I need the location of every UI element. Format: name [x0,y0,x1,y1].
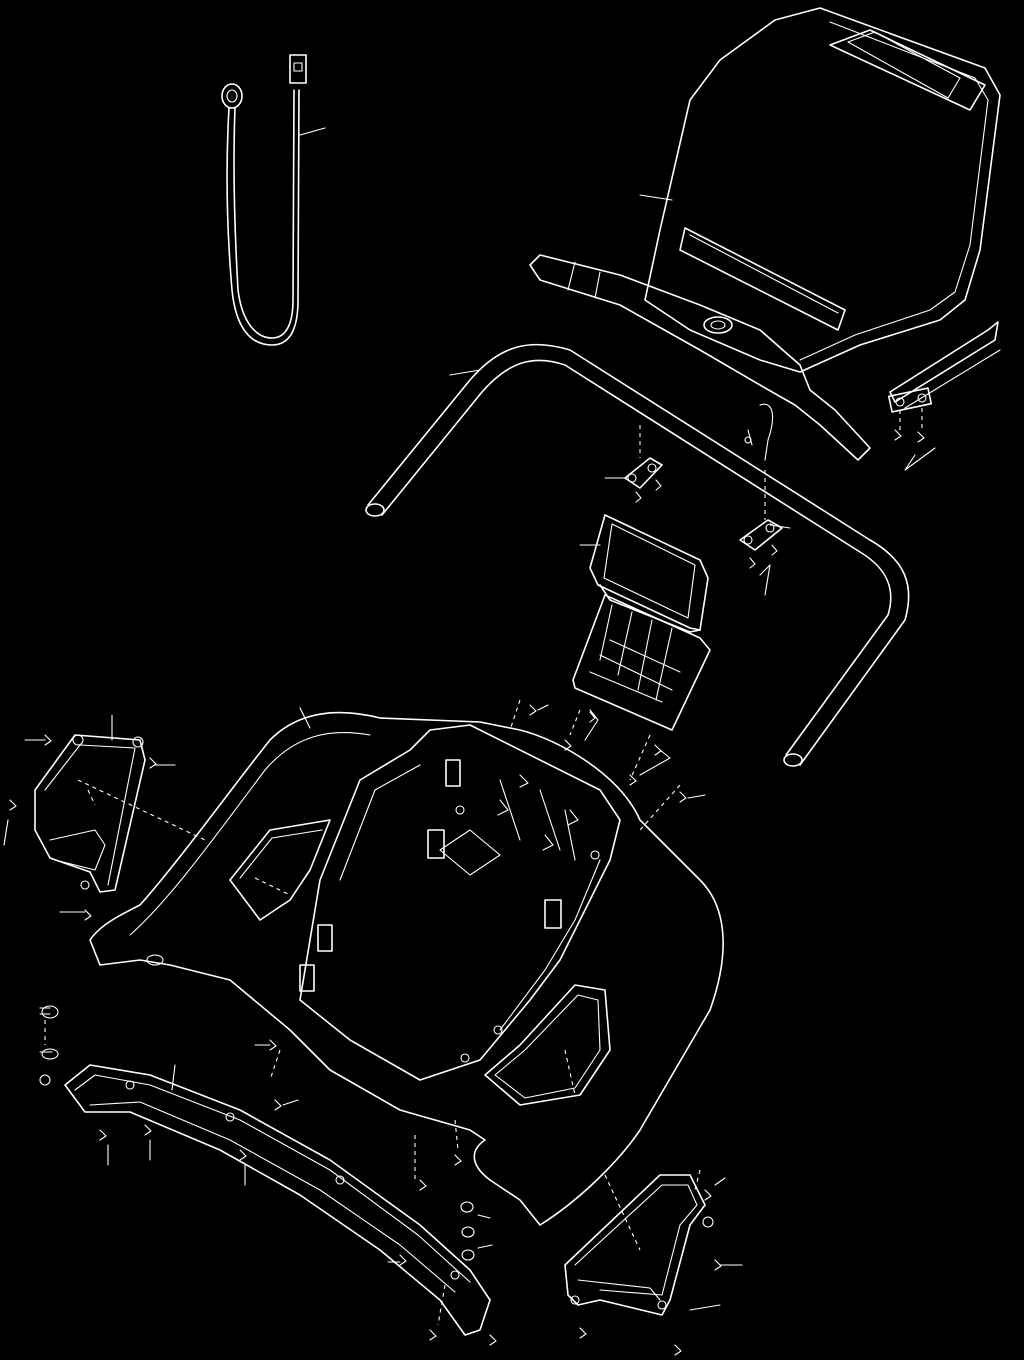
safety-key-and-clip [221,54,326,346]
screws-and-clips [497,699,706,851]
leader-line [299,127,326,136]
lower-trim-rail [39,1005,491,1336]
leader-line [299,707,311,729]
leader-line [689,1304,721,1311]
crossbar-rod [887,321,1001,471]
left-cup-holder [3,714,206,921]
leader-line [639,194,673,201]
right-cup-holder [564,1169,743,1356]
lower-fasteners [254,1039,497,1346]
leader-line [449,369,481,376]
main-console-base [89,707,724,1226]
frame-brackets [604,403,791,596]
center-display-module [572,514,711,731]
console-display-housing [529,7,1001,461]
handlebar-frame [365,343,910,767]
leader-line [171,1064,176,1091]
